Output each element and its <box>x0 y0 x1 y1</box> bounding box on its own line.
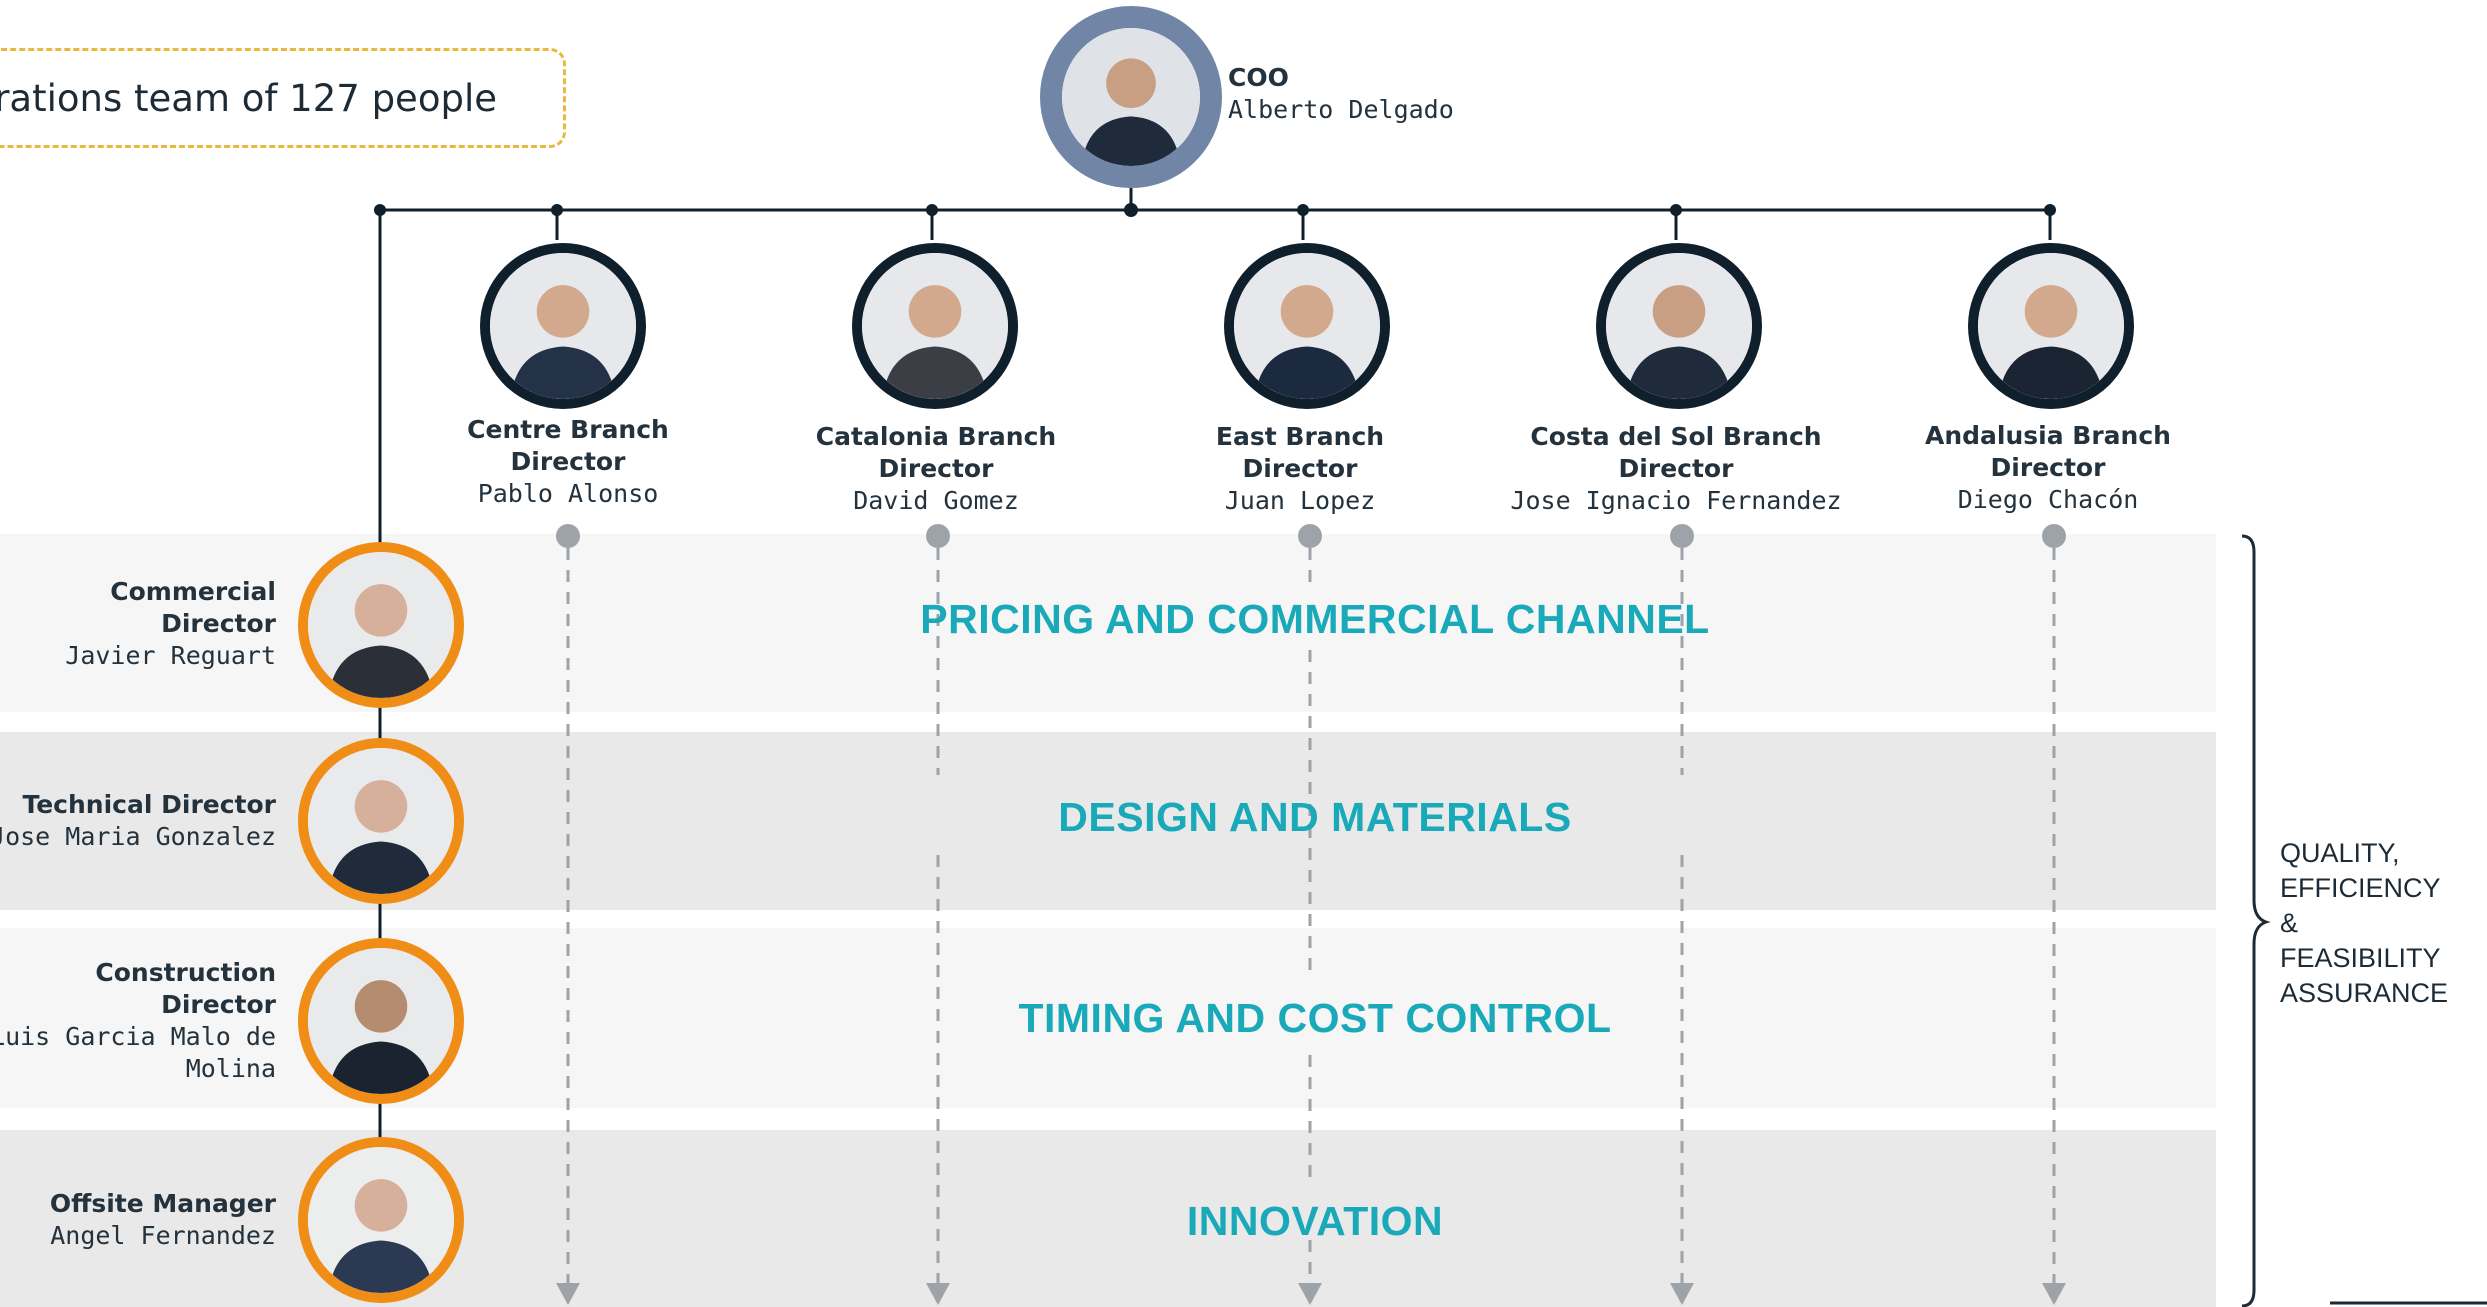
director-role: Director <box>1990 453 2106 482</box>
director-avatar-costa <box>1596 243 1762 409</box>
director-role: Director <box>1618 454 1734 483</box>
director-avatar-east <box>1224 243 1390 409</box>
band-title-innovation: INNOVATION <box>1186 1198 1444 1244</box>
director-avatar-centre <box>480 243 646 409</box>
person-icon <box>308 748 454 894</box>
callout-text: erations team of 127 people <box>0 76 497 120</box>
director-role: Director <box>510 447 626 476</box>
band-title-timing: TIMING AND COST CONTROL <box>1018 995 1612 1041</box>
director-role: Andalusia Branch <box>1925 421 2171 450</box>
director-role: Centre Branch <box>467 415 669 444</box>
director-name: Juan Lopez <box>1224 486 1376 515</box>
director-role: Costa del Sol Branch <box>1530 422 1822 451</box>
person-icon <box>1606 253 1752 399</box>
functional-label-construction: Construction Director Luis Garcia Malo d… <box>0 957 276 1085</box>
director-role: Catalonia Branch <box>815 422 1057 451</box>
person-icon <box>308 948 454 1094</box>
functional-label-commercial: Commercial Director Javier Reguart <box>0 576 276 672</box>
functional-name: Luis Garcia Malo de <box>0 1022 276 1051</box>
functional-name: Molina <box>185 1054 276 1083</box>
director-avatar-catalonia <box>852 243 1018 409</box>
functional-role: Offsite Manager <box>49 1189 276 1218</box>
coo-name: Alberto Delgado <box>1228 95 1454 124</box>
functional-name: Angel Fernandez <box>50 1221 276 1250</box>
functional-role: Commercial <box>110 577 276 606</box>
team-size-callout: erations team of 127 people <box>0 48 566 148</box>
brace-label-line: FEASIBILITY <box>2280 943 2441 973</box>
director-role: Director <box>1242 454 1358 483</box>
director-role: Director <box>878 454 994 483</box>
functional-label-offsite: Offsite Manager Angel Fernandez <box>0 1188 276 1252</box>
right-brace <box>2241 534 2271 1307</box>
brace-label-line: ASSURANCE <box>2280 978 2449 1008</box>
brace-label-line: QUALITY, <box>2280 838 2400 868</box>
person-icon <box>1978 253 2124 399</box>
band-title-pricing: PRICING AND COMMERCIAL CHANNEL <box>920 596 1710 642</box>
functional-avatar-technical <box>298 738 464 904</box>
brace-label-line: EFFICIENCY <box>2280 873 2441 903</box>
functional-name: Javier Reguart <box>65 641 276 670</box>
functional-name: Jose Maria Gonzalez <box>0 822 276 851</box>
director-name: Jose Ignacio Fernandez <box>1510 486 1842 515</box>
director-avatar-andalusia <box>1968 243 2134 409</box>
director-label-centre: Centre Branch Director Pablo Alonso <box>388 414 748 510</box>
functional-role: Technical Director <box>22 790 276 819</box>
person-icon <box>1062 28 1200 166</box>
person-icon <box>490 253 636 399</box>
person-icon <box>308 1147 454 1293</box>
person-icon <box>308 552 454 698</box>
coo-avatar <box>1040 6 1222 188</box>
director-label-east: East Branch Director Juan Lopez <box>1120 421 1480 517</box>
functional-label-technical: Technical Director Jose Maria Gonzalez <box>0 789 276 853</box>
director-name: David Gomez <box>853 486 1019 515</box>
functional-role: Construction <box>95 958 276 987</box>
director-label-costa: Costa del Sol Branch Director Jose Ignac… <box>1496 421 1856 517</box>
director-label-catalonia: Catalonia Branch Director David Gomez <box>756 421 1116 517</box>
functional-role: Director <box>161 990 276 1019</box>
band-title-design: DESIGN AND MATERIALS <box>1058 794 1572 840</box>
coo-label: COO Alberto Delgado <box>1228 62 1454 126</box>
functional-avatar-commercial <box>298 542 464 708</box>
director-name: Pablo Alonso <box>477 479 659 508</box>
director-role: East Branch <box>1215 422 1385 451</box>
person-icon <box>1234 253 1380 399</box>
functional-avatar-construction <box>298 938 464 1104</box>
functional-role: Director <box>161 609 276 638</box>
brace-label-line: & <box>2280 908 2299 938</box>
coo-role: COO <box>1228 63 1289 92</box>
brace-label: QUALITY, EFFICIENCY & FEASIBILITY ASSURA… <box>2280 836 2480 1011</box>
director-label-andalusia: Andalusia Branch Director Diego Chacón <box>1868 420 2228 516</box>
person-icon <box>862 253 1008 399</box>
functional-avatar-offsite <box>298 1137 464 1303</box>
director-name: Diego Chacón <box>1957 485 2139 514</box>
